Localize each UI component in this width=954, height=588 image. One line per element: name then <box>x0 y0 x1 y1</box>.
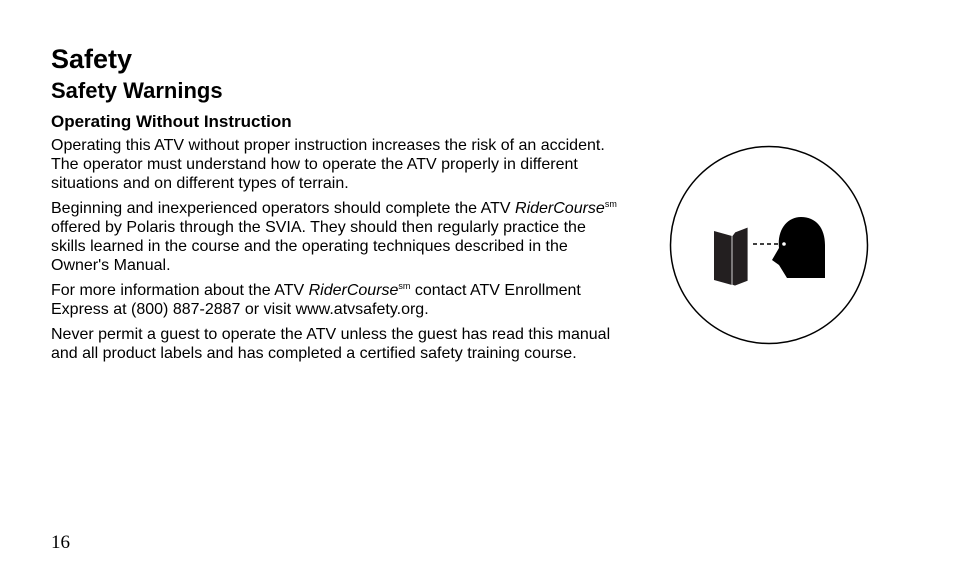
paragraph-ridercourse-end: offered by Polaris through the SVIA. The… <box>51 219 586 274</box>
paragraph-more-information: For more information about the ATV Rider… <box>51 281 621 319</box>
page-number: 16 <box>51 532 70 553</box>
paragraph-guest-warning: Never permit a guest to operate the ATV … <box>51 326 611 362</box>
illustration-circle <box>669 145 869 345</box>
service-mark: sm <box>604 199 617 209</box>
read-manual-icon <box>669 145 869 345</box>
manual-book <box>714 231 732 285</box>
content-body: Operating Without Instruction Operating … <box>51 112 621 369</box>
page-title: Safety <box>51 44 133 74</box>
subsection-title: Operating Without Instruction <box>51 112 292 131</box>
paragraph-more-information-start: For more information about the ATV <box>51 282 309 299</box>
ridercourse-name: RiderCourse <box>515 200 605 217</box>
paragraph-more-information-end: contact ATV Enrollment Express at (800) … <box>51 282 581 318</box>
paragraph-instruction-risk: Operating this ATV without proper instru… <box>51 137 605 192</box>
head-silhouette <box>772 217 825 278</box>
eye <box>782 242 786 246</box>
manual-book-spine <box>731 226 749 287</box>
service-mark: sm <box>398 281 411 291</box>
section-title: Safety Warnings <box>51 78 223 103</box>
paragraph-ridercourse-start: Beginning and inexperienced operators sh… <box>51 200 516 217</box>
paragraph-ridercourse: Beginning and inexperienced operators sh… <box>51 199 621 275</box>
ridercourse-name: RiderCourse <box>308 282 399 299</box>
